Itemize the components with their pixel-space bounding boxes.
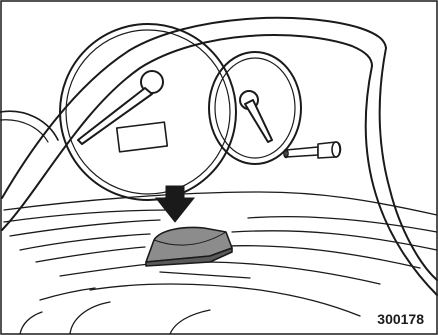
odometer-display [117, 122, 168, 152]
figure-number: 300178 [377, 311, 424, 327]
